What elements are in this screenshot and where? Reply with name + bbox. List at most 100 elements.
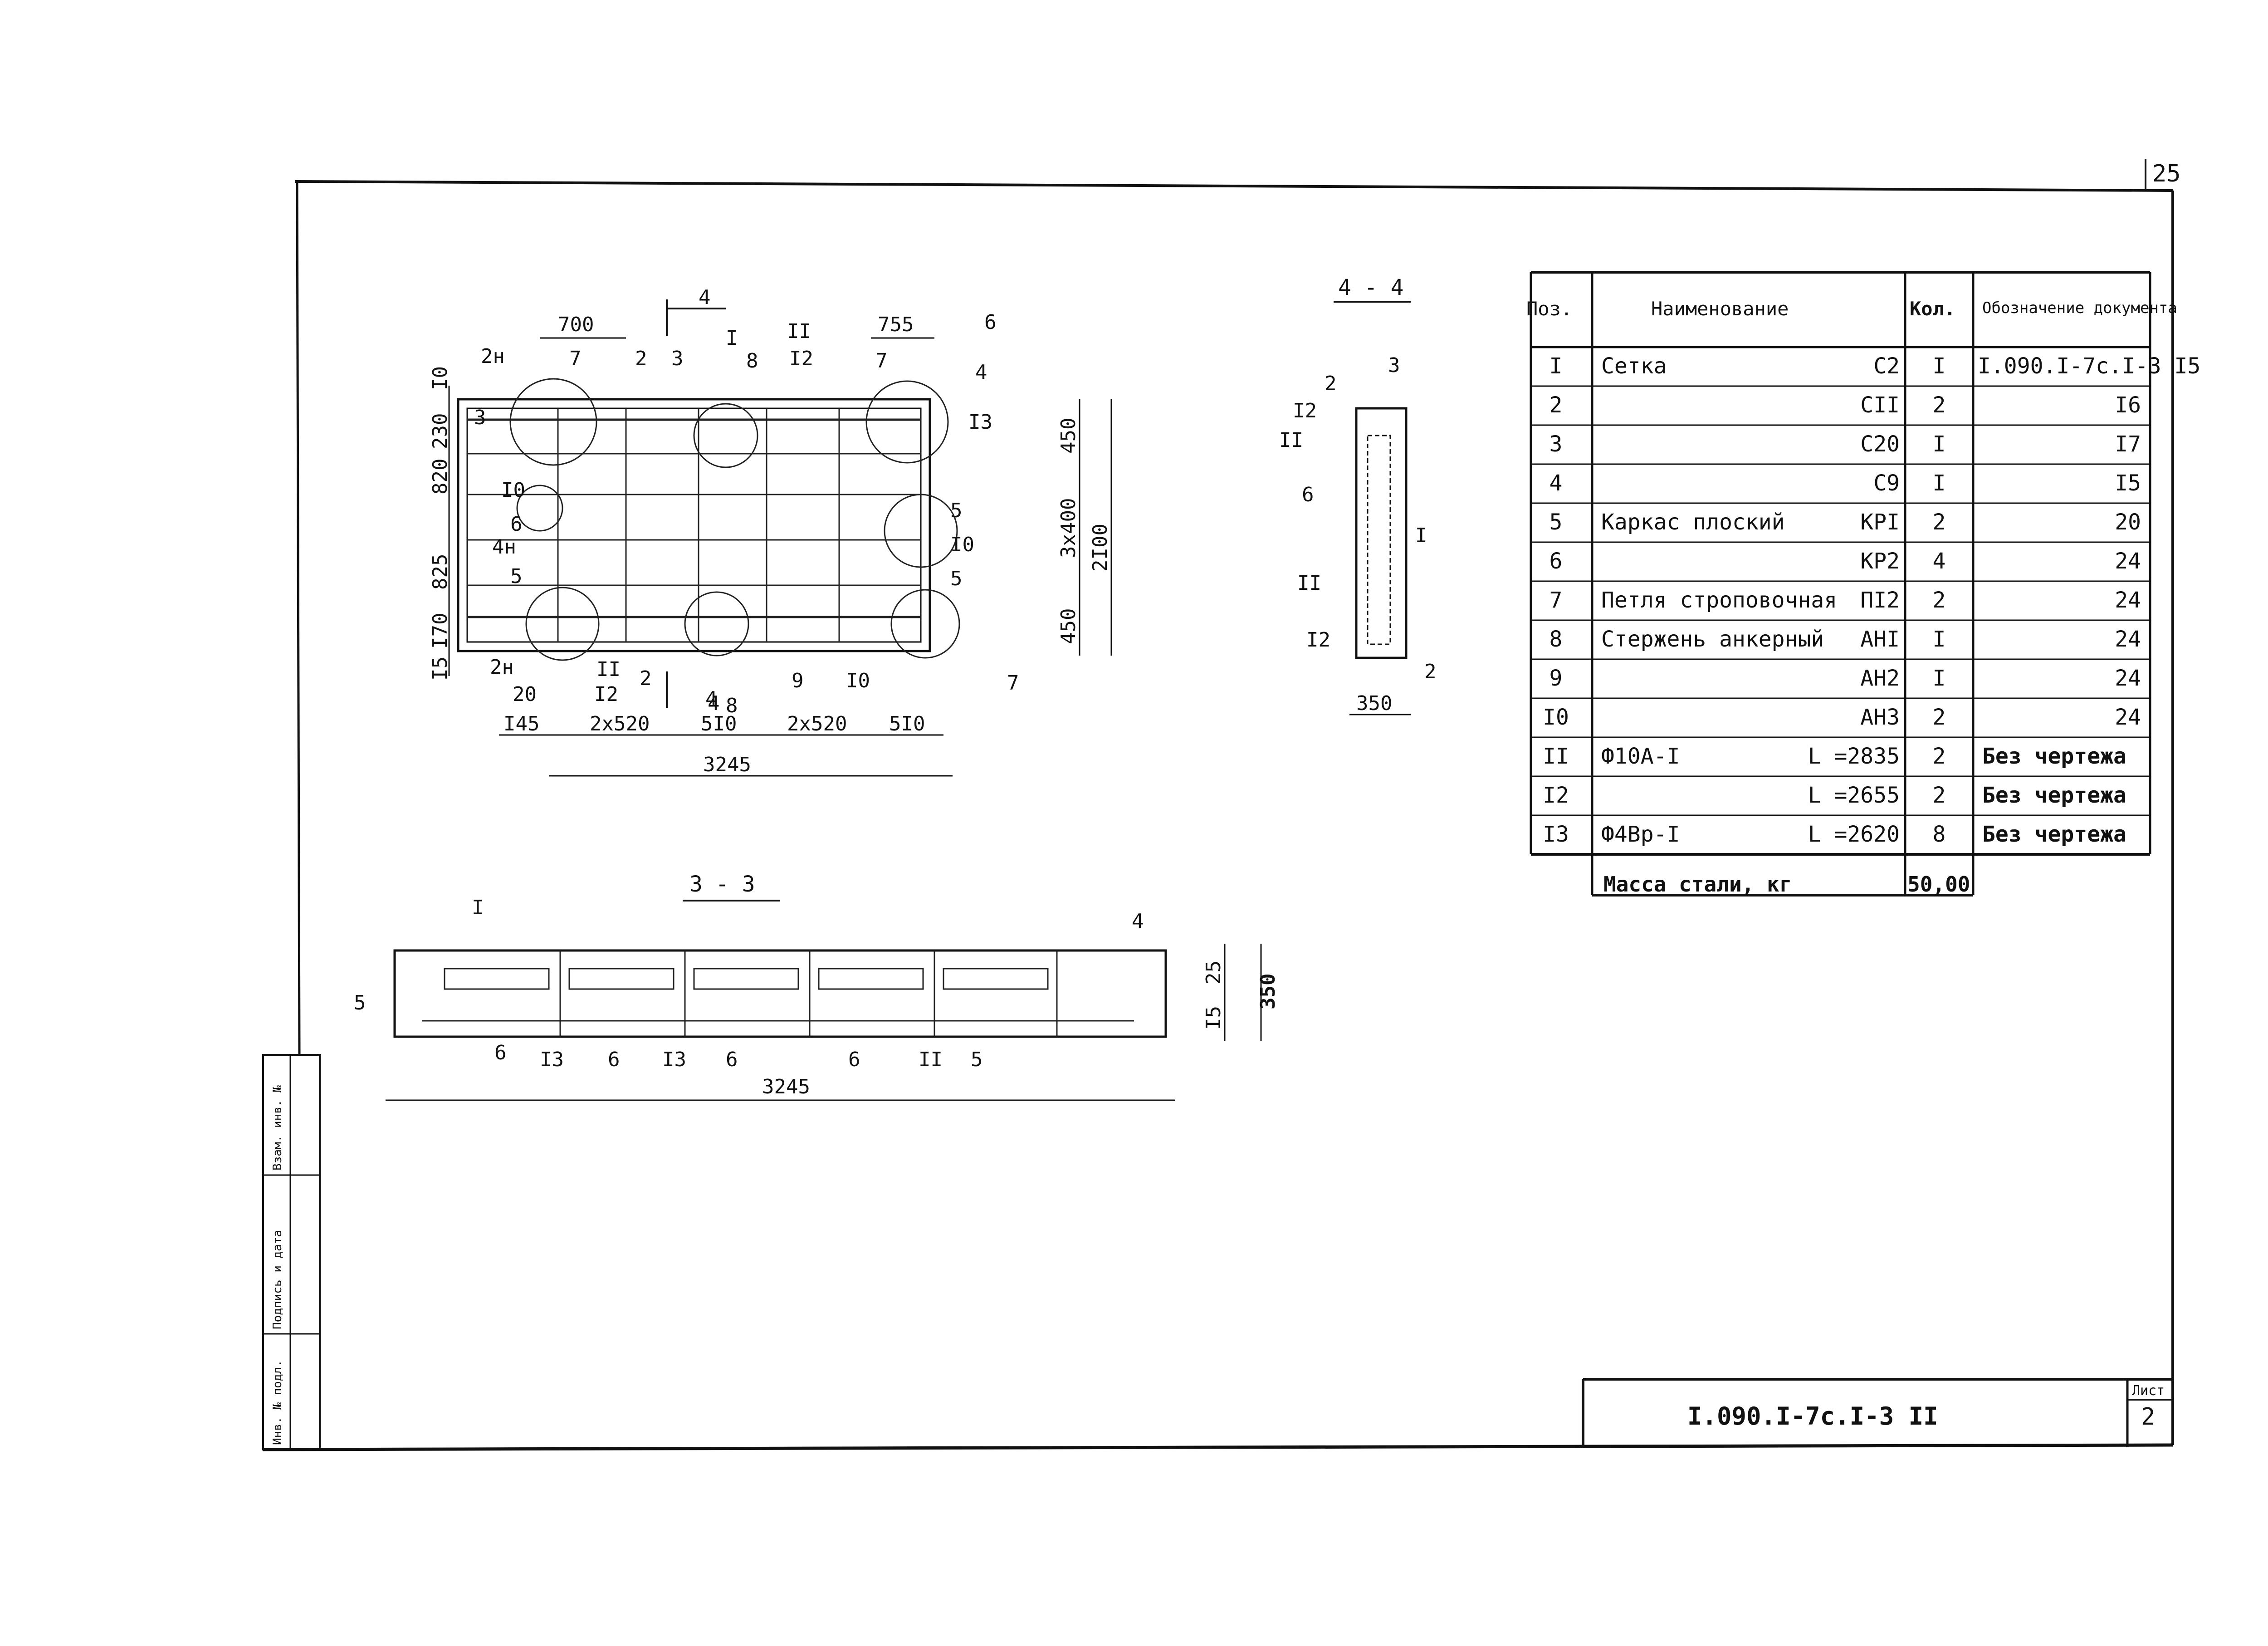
- left-label-1: 3: [474, 406, 486, 429]
- left-label-2: I0: [501, 479, 525, 502]
- s33-label-2: 4: [1132, 910, 1144, 933]
- cell-qty: 2: [1933, 509, 1946, 535]
- top-dim-1: 700: [558, 313, 594, 336]
- cell-doc: 24: [2115, 705, 2141, 730]
- top-label-7: II: [787, 320, 811, 343]
- cell-mark: C2: [1873, 353, 1900, 379]
- s33-label-10: II: [919, 1048, 943, 1071]
- table-row: 5 Каркас плоский КРI 2 20: [1549, 509, 2141, 535]
- section-4-4: 4 - 4 2 3 I2 II 6 I II I2 2 350: [1279, 275, 1437, 715]
- section-3-3-cells: [422, 950, 1134, 1037]
- s33-label-9: 6: [848, 1048, 860, 1071]
- cell-qty: 2: [1933, 744, 1946, 769]
- bottom-label-2: II: [596, 658, 621, 681]
- margin-label-2: Подпись и дата: [271, 1230, 284, 1329]
- cell-pos: 7: [1549, 588, 1563, 613]
- right-label-2: 5: [950, 499, 963, 522]
- right-dim-4: 2I00: [1089, 524, 1112, 572]
- cell-qty: 4: [1933, 549, 1946, 574]
- margin-stamp: Инв. № подл. Подпись и дата Взам. инв. №: [262, 1054, 321, 1450]
- cell-doc: 20: [2115, 509, 2141, 535]
- s33-label-8: 6: [726, 1048, 738, 1071]
- bottom-dim-2: 2x520: [590, 712, 650, 735]
- top-label-6: 8: [746, 349, 758, 372]
- left-dim-2: 230: [429, 413, 452, 449]
- margin-label-3: Взам. инв. №: [271, 1085, 284, 1171]
- cell-name: Ф4Вр-I: [1601, 822, 1680, 847]
- cell-pos: I3: [1543, 822, 1569, 847]
- sheet-number: 2: [2141, 1403, 2155, 1430]
- section-marker-top: 4: [666, 286, 726, 336]
- cell-qty: 2: [1933, 588, 1946, 613]
- s33-right-dim-1: 25: [1202, 960, 1225, 985]
- cell-doc: I6: [2115, 392, 2141, 418]
- cell-name: Каркас плоский: [1601, 509, 1785, 535]
- document-code: I.090.I-7c.I-3 II: [1687, 1402, 1938, 1430]
- cell-mark: CII: [1860, 392, 1900, 418]
- s33-label-7: I3: [662, 1048, 686, 1071]
- section-marker-bottom-label: 4: [705, 687, 718, 710]
- cell-mark: L =2655: [1808, 783, 1900, 808]
- cell-name: Сетка: [1601, 353, 1667, 379]
- spec-table: Поз. Наименование Кол. Обозначение докум…: [1526, 271, 2201, 896]
- cell-qty: 2: [1933, 705, 1946, 730]
- s44-label-3: I2: [1293, 399, 1317, 422]
- cell-mark: АН2: [1860, 666, 1900, 691]
- cell-pos: 4: [1549, 470, 1563, 496]
- cell-qty: 8: [1933, 822, 1946, 847]
- cell-pos: 9: [1549, 666, 1563, 691]
- s33-label-1: I: [472, 896, 484, 919]
- s44-label-7: II: [1297, 572, 1321, 595]
- cell-mark: КРI: [1860, 509, 1900, 535]
- cell-mark: L =2620: [1808, 822, 1900, 847]
- bottom-label-7: 8: [726, 694, 738, 717]
- cell-doc: I.090.I-7c.I-3 I5: [1978, 353, 2200, 379]
- cell-qty: I: [1933, 470, 1946, 496]
- right-dim-1: 450: [1057, 418, 1080, 454]
- s33-label-3: 5: [354, 991, 366, 1014]
- cell-doc: Без чертежа: [1982, 744, 2126, 769]
- right-label-3: I0: [950, 533, 974, 556]
- top-label-5: I: [726, 327, 738, 350]
- cell-pos: I2: [1543, 783, 1569, 808]
- s44-label-8: I2: [1306, 628, 1330, 652]
- plan-view: 4 4 700 755 2н 7 2 3 I 8 II I2 7 6 4 I0 …: [429, 286, 1112, 777]
- s44-label-2: 3: [1388, 354, 1400, 377]
- cell-mark: L =2835: [1808, 744, 1900, 769]
- cell-qty: I: [1933, 431, 1946, 457]
- top-label-2: 7: [569, 347, 582, 370]
- plan-overall-dim: 3245: [703, 753, 751, 776]
- cell-pos: I0: [1543, 705, 1569, 730]
- left-label-4: 4н: [492, 535, 516, 558]
- cell-doc: 24: [2115, 666, 2141, 691]
- bottom-label-6: 9: [792, 669, 804, 692]
- cell-name: Стержень анкерный: [1601, 627, 1824, 652]
- footer-value: 50,00: [1907, 872, 1970, 896]
- cell-pos: II: [1543, 744, 1569, 769]
- cell-mark: ПI2: [1860, 588, 1900, 613]
- right-dim-2: 3x400: [1057, 498, 1080, 558]
- bottom-label-9: 7: [1007, 671, 1019, 695]
- left-label-3: 6: [510, 513, 523, 536]
- s44-label-6: I: [1415, 524, 1427, 547]
- cell-doc: 24: [2115, 627, 2141, 652]
- s44-dim: 350: [1356, 692, 1392, 715]
- cell-pos: 5: [1549, 509, 1563, 535]
- cell-mark: АН3: [1860, 705, 1900, 730]
- top-label-10: 6: [984, 311, 997, 334]
- margin-label-1: Инв. № подл.: [271, 1360, 284, 1445]
- section-3-3: 3 - 3 I 4 5 6 I3 6 I3 6 6 II 5 25 I5: [354, 872, 1280, 1101]
- cell-pos: 8: [1549, 627, 1563, 652]
- top-label-3: 2: [635, 347, 647, 370]
- cell-mark: КР2: [1860, 549, 1900, 574]
- cell-name: Ф10А-I: [1601, 744, 1680, 769]
- top-label-1: 2н: [481, 345, 505, 368]
